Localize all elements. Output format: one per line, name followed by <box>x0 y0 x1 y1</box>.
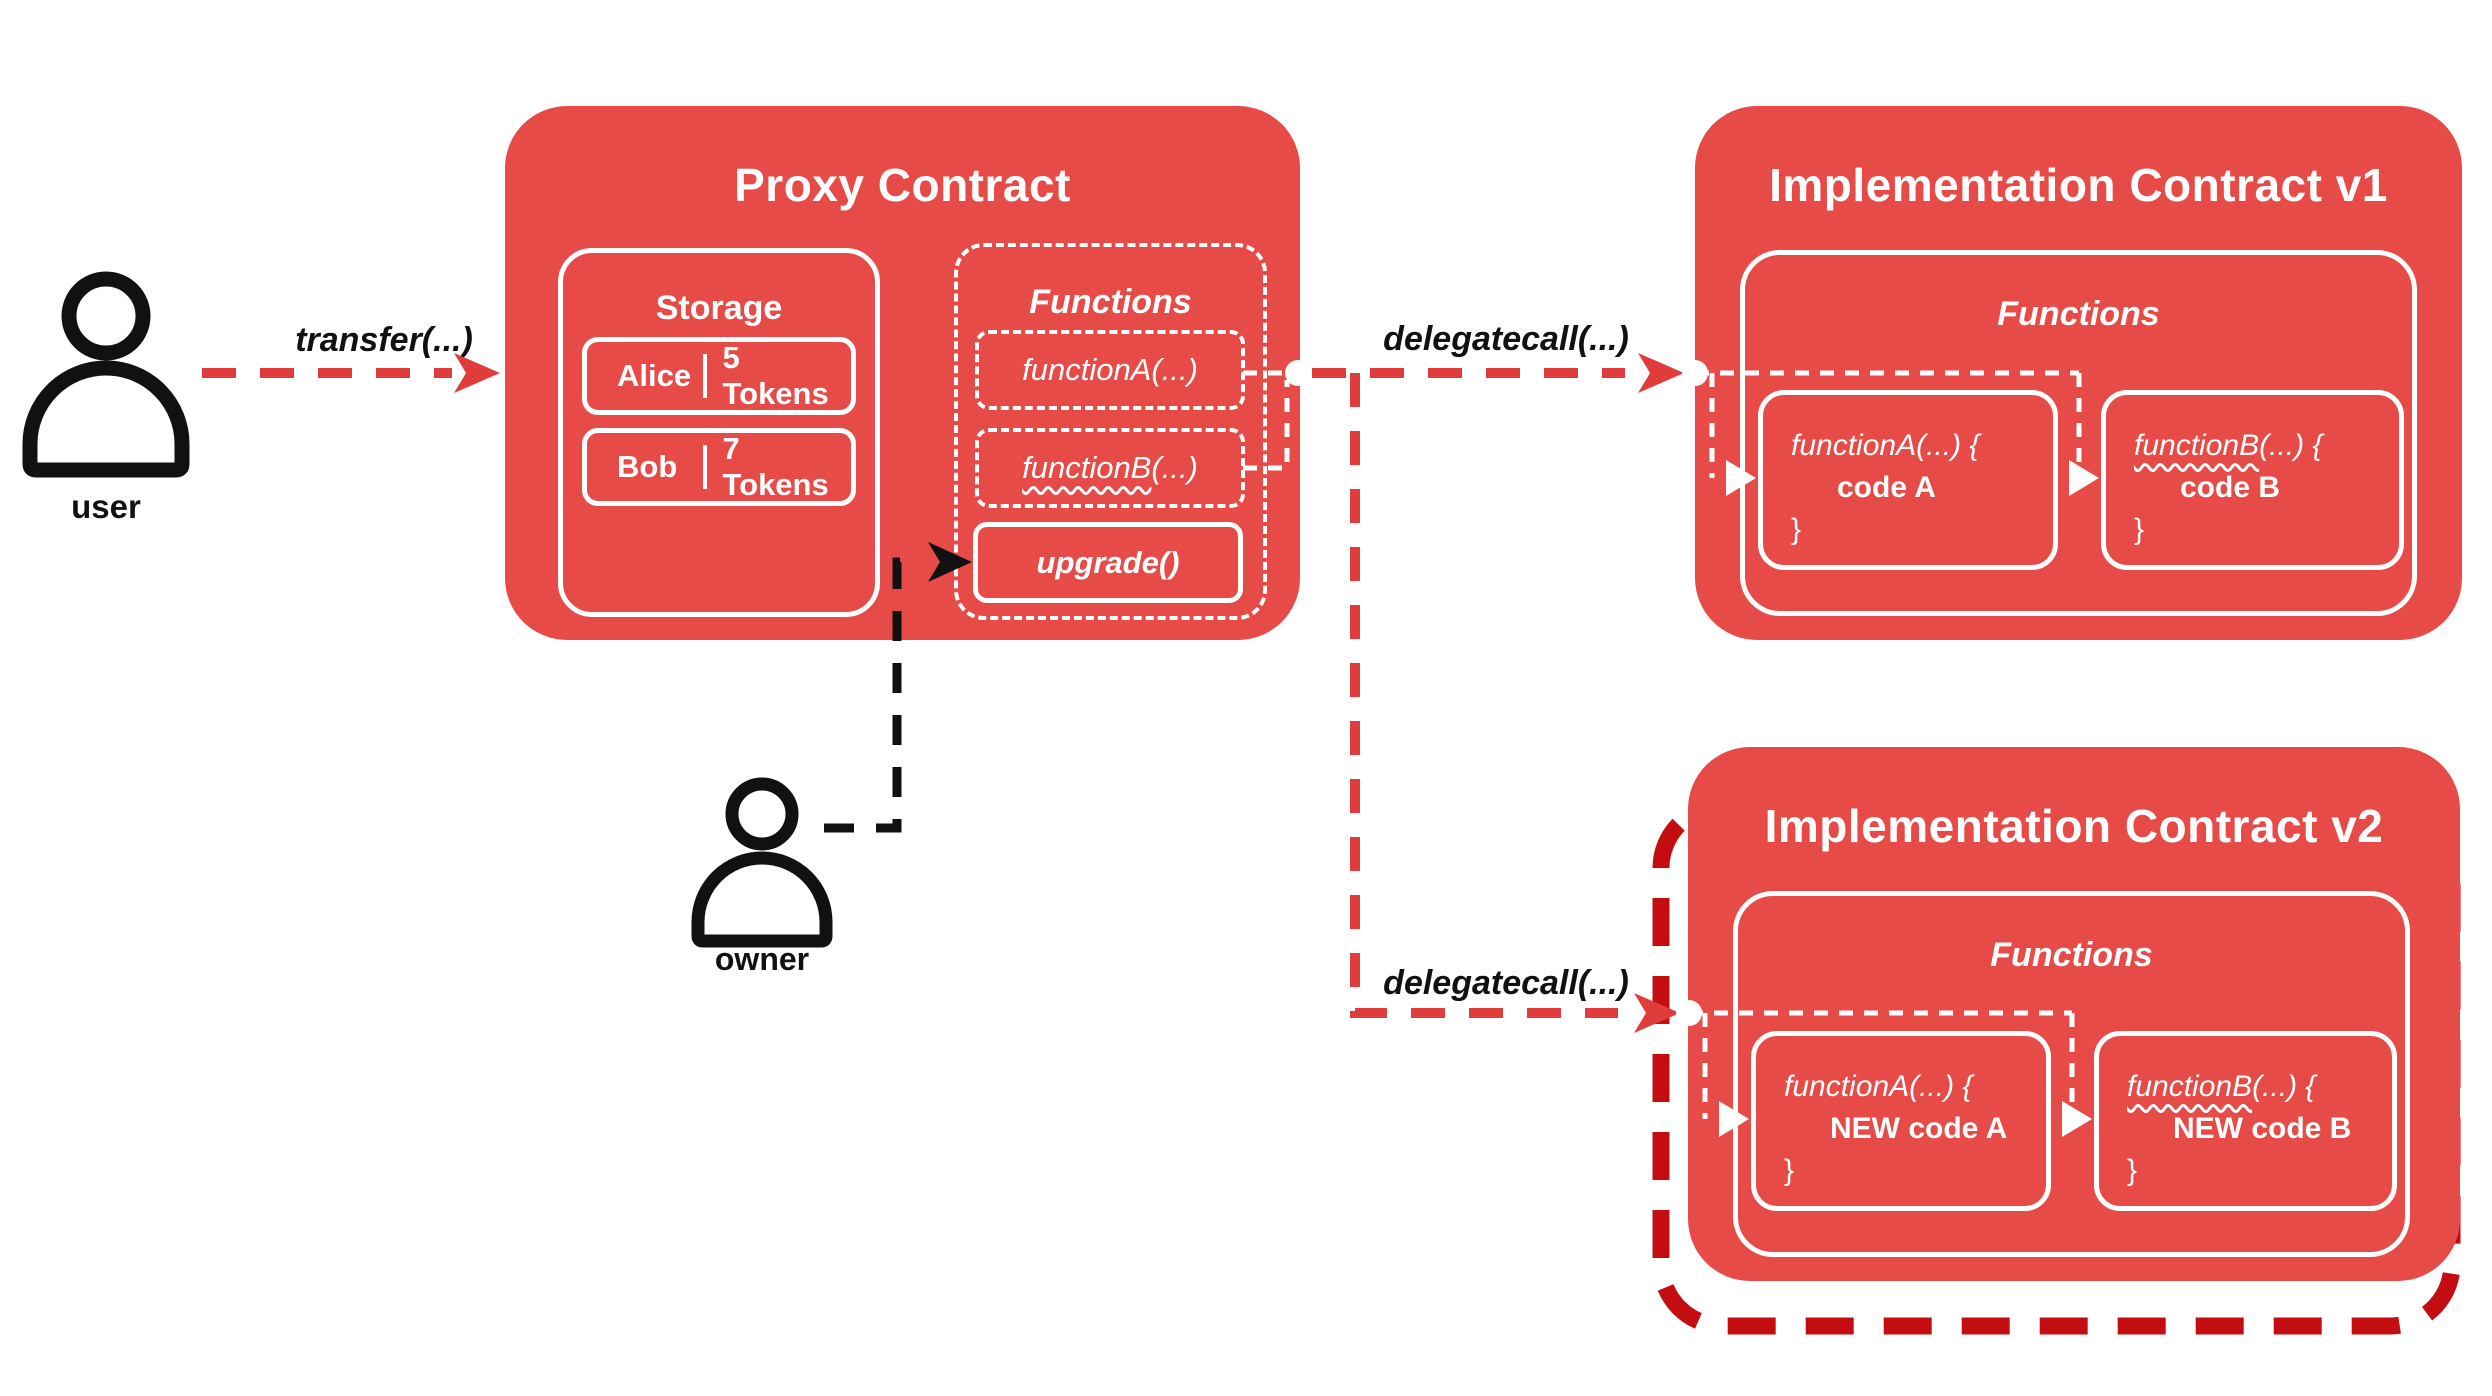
v1-functionA-arrowhead <box>1726 460 1756 496</box>
v2-functionB-body: NEW code B <box>2173 1112 2352 1145</box>
upgrade-label: upgrade() <box>1036 544 1180 580</box>
v1-functions-title: Functions <box>1997 295 2160 333</box>
v1-functionA-signature: functionA(...) { <box>1791 429 1980 462</box>
proxy-exit-dot <box>1285 360 1311 386</box>
proxy-storage-panel: Storage Alice 5 Tokens Bob 7 Tokens <box>558 248 880 617</box>
v1-functionB-close: } <box>2134 513 2145 546</box>
proxy-contract-box: Proxy Contract Storage Alice 5 Tokens Bo… <box>505 106 1300 640</box>
proxy-functionA-slot: functionA(...) <box>975 330 1245 410</box>
v2-functionA-body: NEW code A <box>1830 1112 2008 1145</box>
storage-row-value: 7 Tokens <box>722 431 829 502</box>
transfer-call-label: transfer(...) <box>295 321 473 359</box>
delegatecall-v2-label: delegatecall(...) <box>1383 964 1629 1002</box>
v1-functionB-box: functionB(...) { code B } <box>2101 390 2404 570</box>
v2-functionB-arrowhead <box>2062 1101 2092 1137</box>
v1-functionA-body: code A <box>1837 471 1936 504</box>
implementation-v2-box: Implementation Contract v2 Functions fun… <box>1688 747 2460 1281</box>
v1-entry-dot <box>1682 360 1708 386</box>
delegatecall-v1-arrowhead <box>1638 353 1684 393</box>
storage-title: Storage <box>655 289 783 327</box>
v2-functionA-arrowhead <box>1719 1101 1749 1137</box>
v1-functionB-body: code B <box>2180 471 2281 504</box>
v2-highlight-dashed-border <box>1652 797 2461 1335</box>
transfer-arrowhead <box>454 353 500 393</box>
owner-icon <box>691 777 833 948</box>
proxy-functions-title: Functions <box>1029 283 1192 321</box>
storage-row-name: Alice <box>617 358 692 393</box>
v1-functionA-box: functionA(...) { code A } <box>1758 390 2058 570</box>
storage-row-divider <box>702 445 707 489</box>
v2-entry-dot <box>1676 1000 1702 1026</box>
v2-functions-title: Functions <box>1990 936 2153 974</box>
implementation-v1-box: Implementation Contract v1 Functions fun… <box>1695 106 2462 640</box>
storage-row-alice: Alice 5 Tokens <box>582 337 856 415</box>
storage-row-value: 5 Tokens <box>722 340 829 411</box>
v2-functionA-signature: functionA(...) { <box>1784 1070 1973 1103</box>
v2-functions-panel: Functions functionA(...) { NEW code A } … <box>1733 891 2410 1257</box>
v2-functionB-close: } <box>2127 1154 2138 1187</box>
owner-label: owner <box>714 941 810 977</box>
storage-row-bob: Bob 7 Tokens <box>582 428 856 506</box>
functionB-label: functionB(...) <box>1022 450 1198 485</box>
v1-functionA-close: } <box>1791 513 1802 546</box>
implementation-v1-title: Implementation Contract v1 <box>1769 159 2388 211</box>
proxy-upgrade-slot: upgrade() <box>973 522 1243 603</box>
v1-functionB-arrowhead <box>2069 460 2099 496</box>
delegatecall-v2-arrow-line <box>1350 373 1618 1018</box>
v2-functionA-box: functionA(...) { NEW code A } <box>1751 1031 2051 1211</box>
v2-functionA-close: } <box>1784 1154 1795 1187</box>
proxy-functionB-connector <box>1243 380 1290 471</box>
owner-upgrade-arrowhead <box>928 542 972 582</box>
proxy-functions-panel: Functions functionA(...) functionB(...) … <box>954 243 1267 620</box>
functionA-label: functionA(...) <box>1022 352 1198 387</box>
storage-row-divider <box>702 354 707 398</box>
storage-row-name: Bob <box>617 449 678 484</box>
delegatecall-v2-arrowhead <box>1634 993 1680 1033</box>
v2-functionB-box: functionB(...) { NEW code B } <box>2094 1031 2397 1211</box>
proxy-functionB-slot: functionB(...) <box>975 428 1245 508</box>
owner-upgrade-line <box>824 557 916 833</box>
v1-functions-panel: Functions functionA(...) { code A } func… <box>1740 250 2417 616</box>
v2-functionB-signature: functionB(...) { <box>2127 1070 2316 1103</box>
implementation-v2-title: Implementation Contract v2 <box>1764 800 2384 852</box>
delegatecall-v1-label: delegatecall(...) <box>1383 320 1629 358</box>
user-icon <box>22 271 190 478</box>
v1-functionB-signature: functionB(...) { <box>2134 429 2323 462</box>
proxy-contract-title: Proxy Contract <box>734 159 1071 211</box>
user-label: user <box>71 488 141 525</box>
